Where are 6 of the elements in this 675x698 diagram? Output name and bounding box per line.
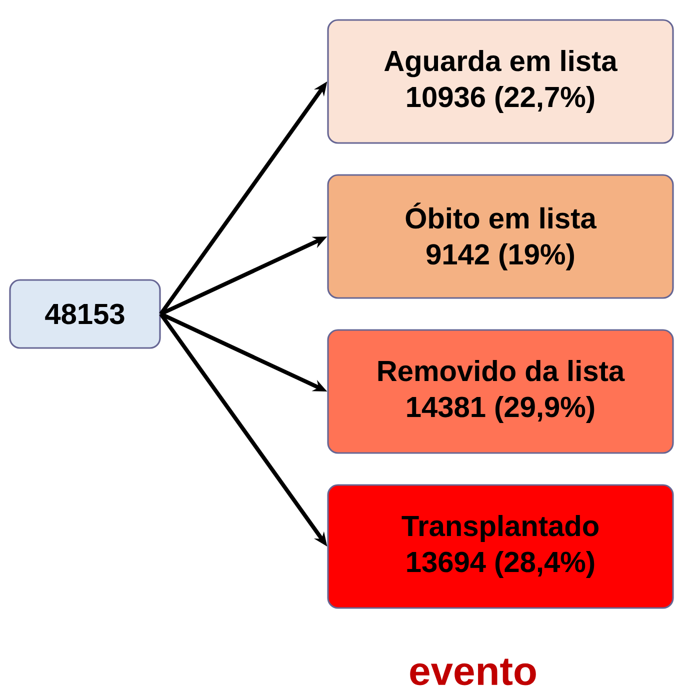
caption-label: evento: [410, 658, 536, 686]
category-box: Removido da lista 14381 (29,9%): [327, 329, 674, 454]
category-box: Transplantado 13694 (28,4%): [327, 484, 674, 609]
category-box: Óbito em lista 9142 (19%): [327, 174, 674, 299]
total-box: 48153: [9, 279, 161, 349]
category-box: Aguarda em lista 10936 (22,7%): [327, 19, 674, 144]
